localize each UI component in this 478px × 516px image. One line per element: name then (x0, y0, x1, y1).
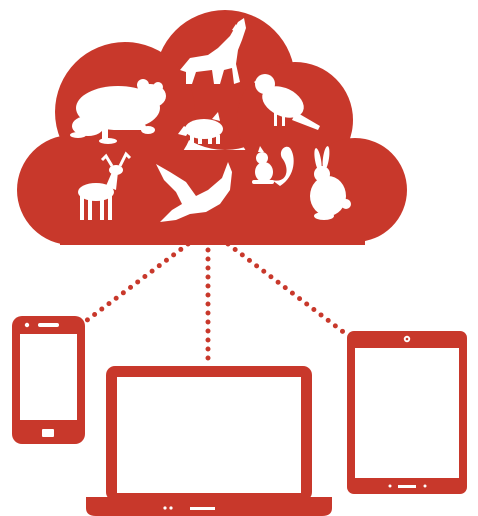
dotted-connections (79, 241, 349, 369)
flying-bird-icon (156, 162, 232, 222)
connection-line-tablet (225, 241, 349, 337)
connection-line-smartphone (79, 241, 191, 327)
laptop-icon (86, 366, 332, 516)
squirrel-icon (252, 146, 294, 186)
bird-icon (254, 74, 320, 130)
howling-wolf-icon (180, 18, 246, 84)
boar-icon (178, 112, 223, 144)
deer-icon (78, 151, 132, 220)
smartphone-icon (12, 316, 85, 444)
rabbit-icon (310, 146, 351, 220)
tablet-icon (347, 331, 467, 494)
frog-icon (70, 79, 166, 144)
